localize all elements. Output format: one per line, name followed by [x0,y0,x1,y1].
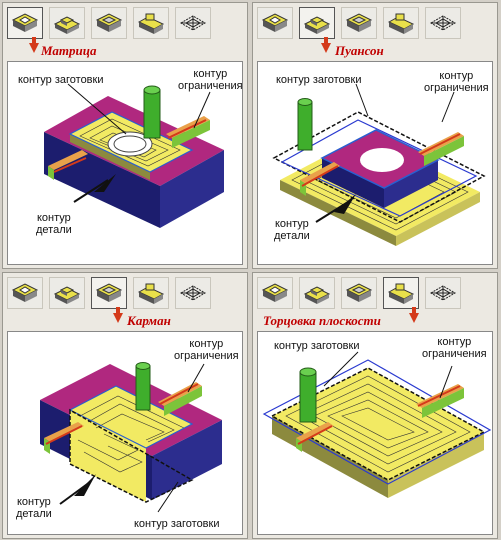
mode-title: Торцовка плоскости [263,313,381,328]
label-part-line1: контур [274,218,309,230]
label-restriction-line1: контур [437,336,472,348]
panel-pocket: Карман [2,272,248,539]
punch-mode-button[interactable] [299,7,335,39]
label-part-line2: детали [36,224,72,236]
label-billet-contour: контур заготовки [18,74,104,86]
facing-mode-icon [180,15,206,31]
label-billet-contour: контур заготовки [276,74,362,86]
panel-matrix: Матрица [2,2,248,269]
label-billet-contour: контур заготовки [134,518,220,530]
mode-title: Матрица [41,43,97,58]
matrix-illustration [44,83,224,228]
pocket-mode-button[interactable] [91,7,127,39]
mode-toolbar [257,277,461,311]
punch-mode-button[interactable] [49,7,85,39]
pocket-illustration [40,362,222,513]
label-billet-contour: контур заготовки [274,340,360,352]
down-arrow-icon [409,307,419,323]
pocket-mode-icon [95,13,123,32]
pocket-mode-button[interactable] [341,7,377,39]
down-arrow-icon [113,307,123,323]
label-part-line2: детали [16,508,52,520]
step-mode-button[interactable] [383,277,419,309]
punch-mode-button[interactable] [49,277,85,309]
mode-toolbar [7,277,211,311]
mode-toolbar [257,7,461,41]
panel-facing: Торцовка плоскости [252,272,498,539]
step-mode-button[interactable] [133,7,169,39]
label-restriction-line2: ограничения [422,348,487,360]
facing-mode-button[interactable] [175,7,211,39]
pocket-mode-icon [345,283,373,302]
step-mode-icon [137,13,165,34]
punch-mode-icon [303,286,331,304]
step-mode-button[interactable] [133,277,169,309]
punch-mode-icon [53,286,81,304]
label-restriction-line1: контур [189,338,224,350]
facing-mode-icon [430,285,456,301]
matrix-mode-button[interactable] [7,7,43,39]
facing-mode-button[interactable] [425,7,461,39]
label-part-line1: контур [16,496,51,508]
facing-mode-button[interactable] [175,277,211,309]
matrix-mode-button[interactable] [257,277,293,309]
punch-mode-icon [53,16,81,34]
down-arrow-icon [321,37,331,53]
label-restriction-line1: контур [193,68,228,80]
label-restriction-line2: ограничения [178,80,243,92]
punch-illustration [272,83,486,246]
label-part-line2: детали [274,230,310,242]
mode-title: Карман [127,313,171,328]
label-restriction-line2: ограничения [174,350,239,362]
punch-mode-icon [303,16,331,34]
pocket-mode-button[interactable] [341,277,377,309]
step-mode-icon [137,283,165,304]
pocket-mode-icon [95,283,123,302]
matrix-mode-icon [11,13,39,32]
pocket-mode-button[interactable] [91,277,127,309]
facing-illustration [262,351,492,498]
step-mode-button[interactable] [383,7,419,39]
step-mode-icon [387,283,415,304]
pocket-mode-icon [345,13,373,32]
matrix-mode-button[interactable] [257,7,293,39]
matrix-mode-icon [11,283,39,302]
facing-mode-button[interactable] [425,277,461,309]
mode-title: Пуансон [335,43,384,58]
facing-mode-icon [180,285,206,301]
punch-mode-button[interactable] [299,277,335,309]
matrix-mode-icon [261,283,289,302]
matrix-mode-icon [261,13,289,32]
label-part-line1: контур [36,212,71,224]
step-mode-icon [387,13,415,34]
label-restriction-line2: ограничения [424,82,489,94]
label-restriction-line1: контур [439,70,474,82]
down-arrow-icon [29,37,39,53]
mode-toolbar [7,7,211,41]
panel-punch: Пуансон [252,2,498,269]
facing-mode-icon [430,15,456,31]
matrix-mode-button[interactable] [7,277,43,309]
